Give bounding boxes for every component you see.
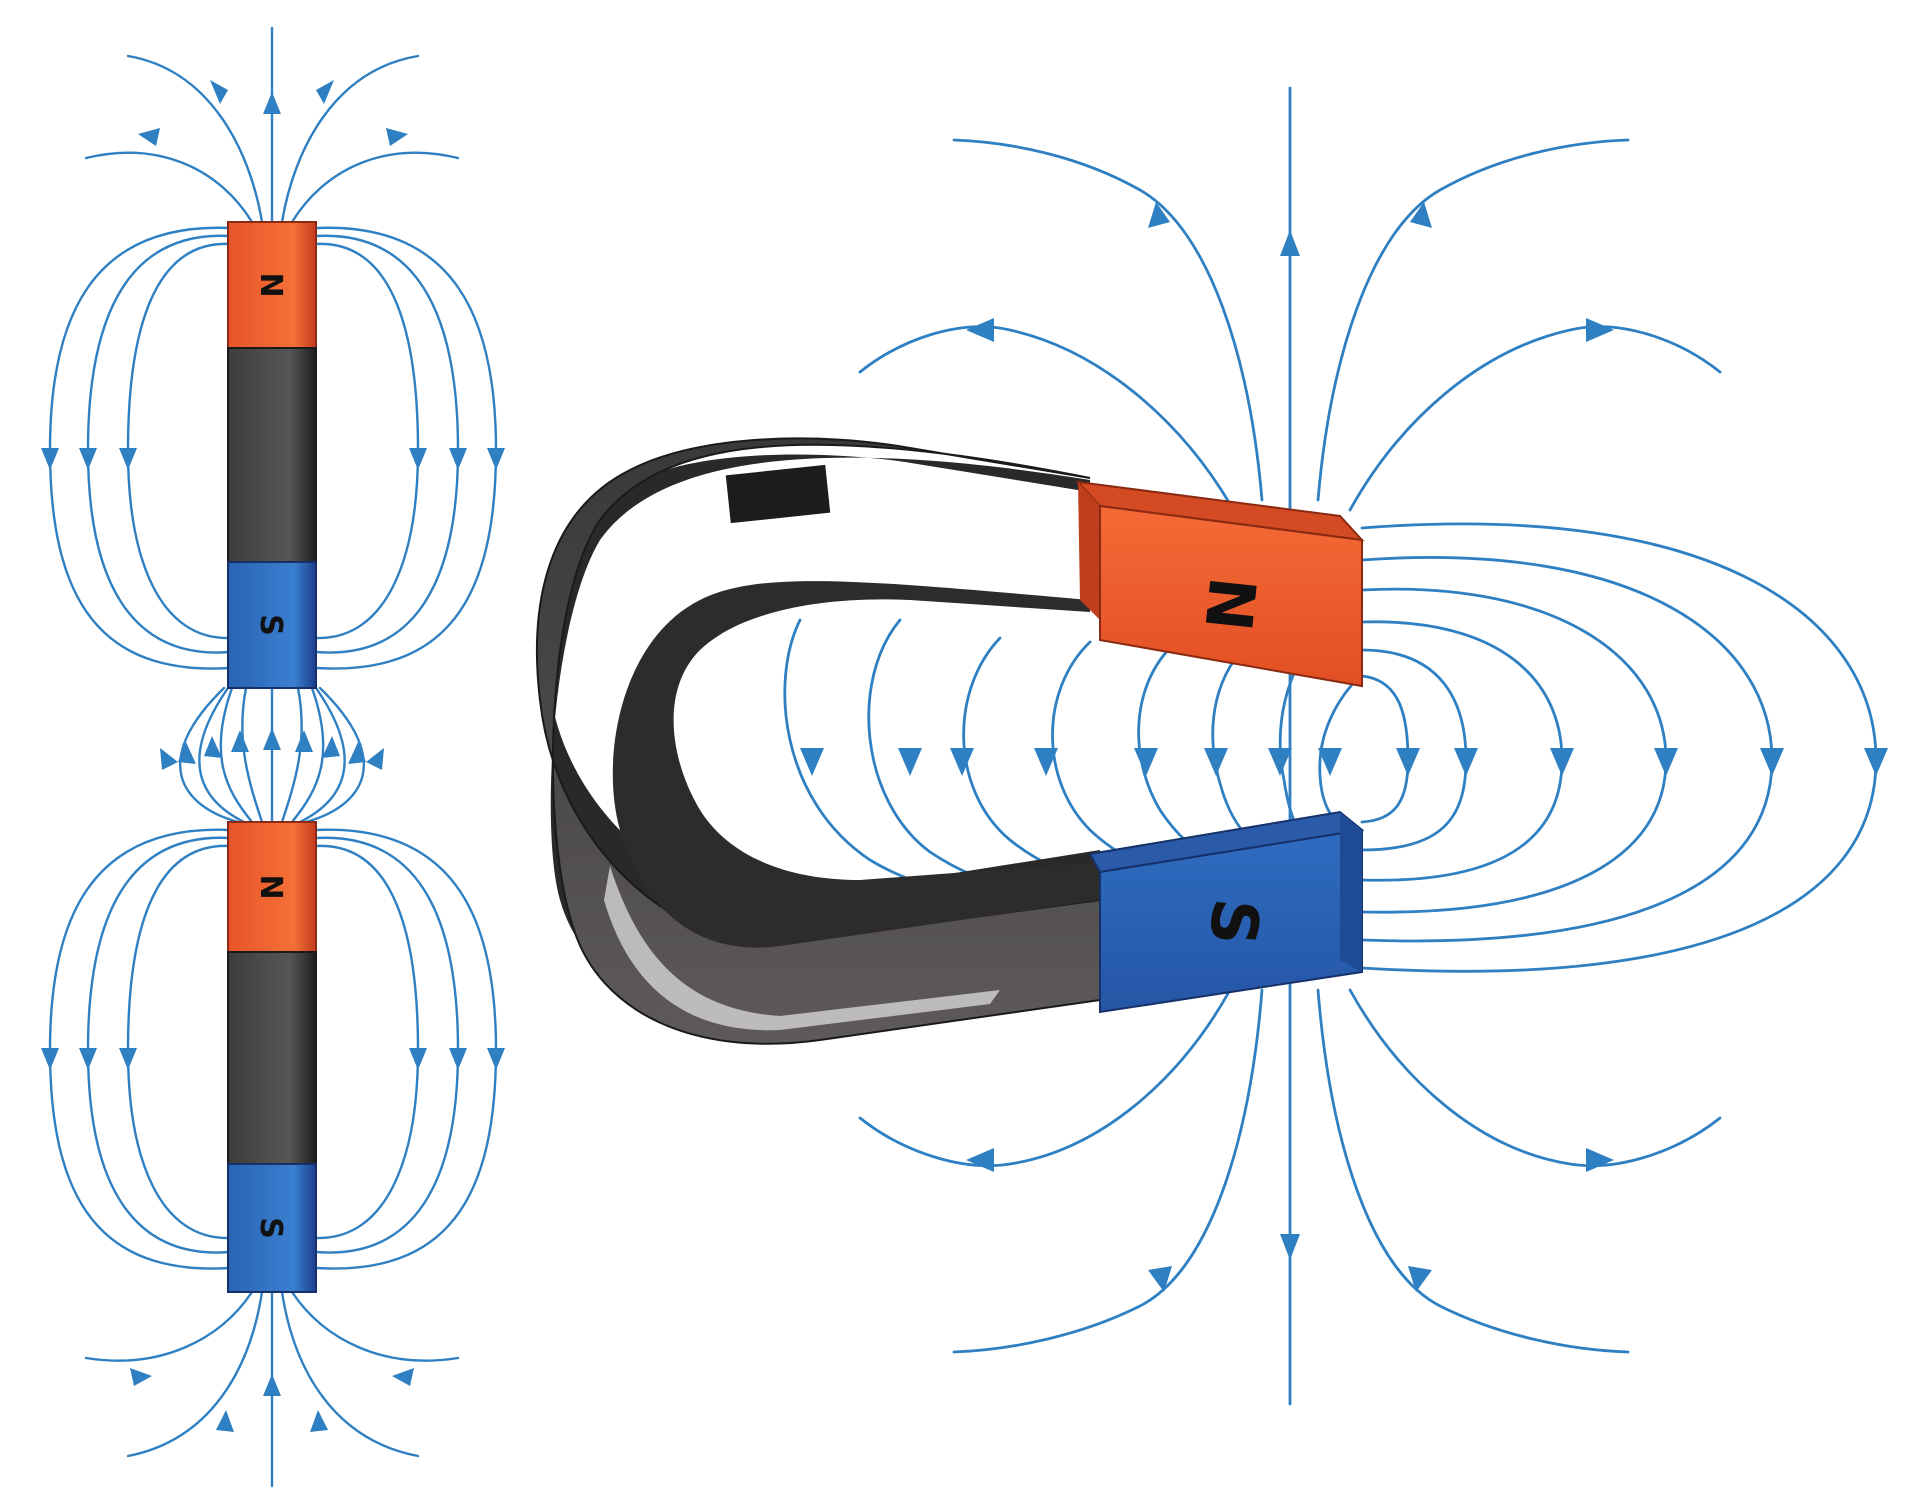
arrowhead-icon <box>263 728 281 750</box>
arrowhead-icon <box>348 742 366 764</box>
north-pole <box>227 221 317 349</box>
arrowhead-icon <box>231 730 249 752</box>
horseshoe-magnet: N S <box>535 437 1365 1045</box>
magnet-body <box>227 347 317 563</box>
north-pole <box>227 821 317 953</box>
arrowhead-icon <box>216 1410 234 1432</box>
south-label: S <box>1194 895 1272 949</box>
arrowheads-horseshoe <box>800 202 1888 1292</box>
arrowhead-icon <box>210 80 228 104</box>
arrowhead-icon <box>138 128 160 146</box>
arrowhead-icon <box>119 1048 137 1070</box>
arrowhead-icon <box>1586 1148 1614 1172</box>
arrowhead-icon <box>1148 202 1170 228</box>
arrowhead-icon <box>409 1048 427 1070</box>
arrowhead-icon <box>79 1048 97 1070</box>
arrowhead-icon <box>79 448 97 470</box>
arrowhead-icon <box>263 92 281 114</box>
arrowhead-icon <box>119 448 137 470</box>
arrowhead-icon <box>178 742 196 764</box>
arrowhead-icon <box>41 1048 59 1070</box>
arrowhead-icon <box>263 1374 281 1396</box>
south-pole <box>227 1163 317 1293</box>
arrowhead-icon <box>1410 202 1432 228</box>
arrowhead-icon <box>1204 748 1228 776</box>
south-label: S <box>253 1217 288 1239</box>
arrowhead-icon <box>295 730 313 752</box>
arrowhead-icon <box>898 748 922 776</box>
arrowheads-left <box>41 80 505 1432</box>
horseshoe-south-pole: S <box>1088 810 1365 1014</box>
arrowhead-icon <box>322 736 340 758</box>
arrowhead-icon <box>409 448 427 470</box>
arrowhead-icon <box>366 748 384 770</box>
horseshoe-magnet-group: N S <box>535 86 1888 1406</box>
arrowhead-icon <box>1408 1266 1432 1292</box>
arrowhead-icon <box>1396 748 1420 776</box>
arrowhead-icon <box>160 748 178 770</box>
arrowhead-icon <box>1280 230 1300 256</box>
bar-magnet-bottom: N S <box>227 821 317 1293</box>
south-pole <box>227 561 317 689</box>
arrowhead-icon <box>966 1148 994 1172</box>
arrowhead-icon <box>386 128 408 146</box>
field-lines-top-outer <box>84 26 460 224</box>
arrowhead-icon <box>41 448 59 470</box>
arrowhead-icon <box>392 1368 414 1386</box>
arrowhead-icon <box>1268 748 1292 776</box>
arrowhead-icon <box>1134 748 1158 776</box>
arrowhead-icon <box>1550 748 1574 776</box>
arrowhead-icon <box>950 748 974 776</box>
arrowhead-icon <box>449 448 467 470</box>
arrowhead-icon <box>1454 748 1478 776</box>
north-label: N <box>1189 573 1268 634</box>
arrowhead-icon <box>1760 748 1784 776</box>
arrowhead-icon <box>316 80 334 104</box>
arrowhead-icon <box>1586 318 1614 342</box>
arrowhead-icon <box>449 1048 467 1070</box>
arrowhead-icon <box>487 448 505 470</box>
horseshoe-north-pole: N <box>1075 480 1365 688</box>
arrowhead-icon <box>487 1048 505 1070</box>
north-label: N <box>253 874 288 899</box>
bar-magnet-top: N S <box>227 221 317 689</box>
arrowhead-icon <box>1864 748 1888 776</box>
arrowhead-icon <box>204 736 222 758</box>
magnet-body <box>227 951 317 1165</box>
arrowhead-icon <box>310 1410 328 1432</box>
arrowhead-icon <box>130 1368 152 1386</box>
field-lines-between-bars <box>179 686 365 824</box>
arrowhead-icon <box>1280 1234 1300 1260</box>
field-lines-horseshoe-outer <box>858 86 1722 1406</box>
arrowhead-icon <box>1654 748 1678 776</box>
arrowhead-icon <box>1318 748 1342 776</box>
field-loops-horseshoe-right <box>1360 522 1878 973</box>
horseshoe-inner-face <box>612 581 1100 948</box>
arrowhead-icon <box>800 748 824 776</box>
south-label: S <box>253 614 288 636</box>
horseshoe-body <box>535 437 1101 1045</box>
arrowhead-icon <box>1034 748 1058 776</box>
arrowhead-icon <box>1148 1266 1172 1292</box>
horseshoe-mark <box>725 464 831 524</box>
north-label: N <box>253 272 288 297</box>
arrowhead-icon <box>966 318 994 342</box>
bar-magnet-pair: N S N S <box>41 26 505 1488</box>
